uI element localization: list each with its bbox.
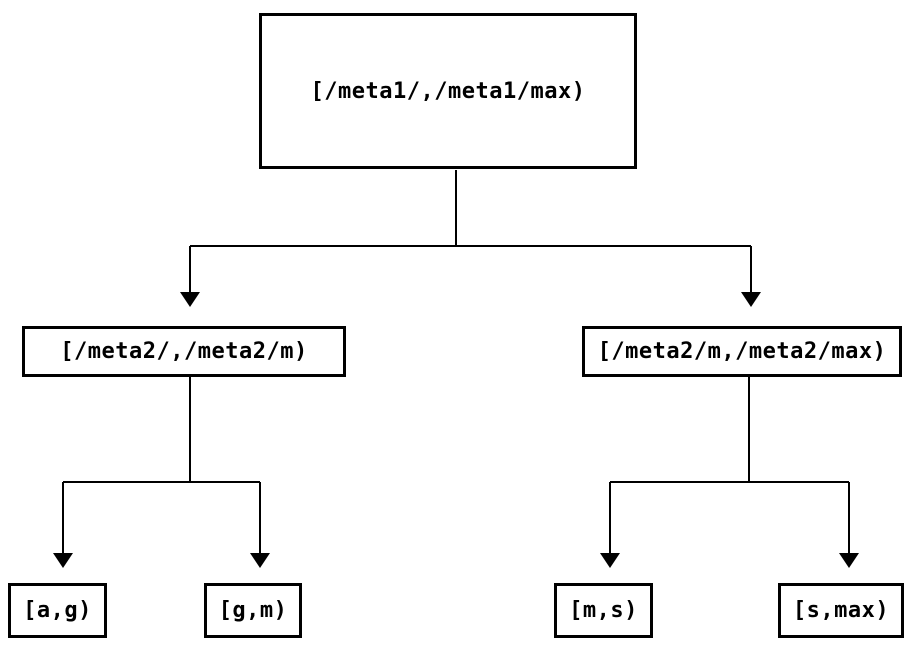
node-leaf-g-m-label: [g,m): [218, 598, 288, 623]
node-root-label: [/meta1/,/meta1/max): [310, 78, 586, 104]
arrowhead-down-icon: [53, 553, 73, 568]
node-leaf-g-m: [g,m): [204, 583, 302, 638]
node-leaf-s-max-label: [s,max): [792, 598, 890, 623]
node-mid-left-label: [/meta2/,/meta2/m): [60, 339, 308, 364]
arrowhead-down-icon: [600, 553, 620, 568]
node-leaf-a-g-label: [a,g): [23, 598, 92, 623]
edge-midleft-to-children: [62, 377, 261, 554]
edge-root-to-children: [189, 170, 752, 293]
node-mid-right-label: [/meta2/m,/meta2/max): [597, 339, 887, 364]
node-leaf-m-s: [m,s): [554, 583, 653, 638]
node-mid-left: [/meta2/,/meta2/m): [22, 326, 346, 377]
node-leaf-m-s-label: [m,s): [569, 598, 638, 623]
node-root: [/meta1/,/meta1/max): [259, 13, 637, 169]
arrowhead-down-icon: [741, 292, 761, 307]
arrowhead-down-icon: [250, 553, 270, 568]
node-mid-right: [/meta2/m,/meta2/max): [582, 326, 902, 377]
arrowhead-down-icon: [180, 292, 200, 307]
node-leaf-s-max: [s,max): [778, 583, 904, 638]
edge-midright-to-children: [609, 377, 850, 554]
arrowhead-down-icon: [839, 553, 859, 568]
node-leaf-a-g: [a,g): [8, 583, 107, 638]
